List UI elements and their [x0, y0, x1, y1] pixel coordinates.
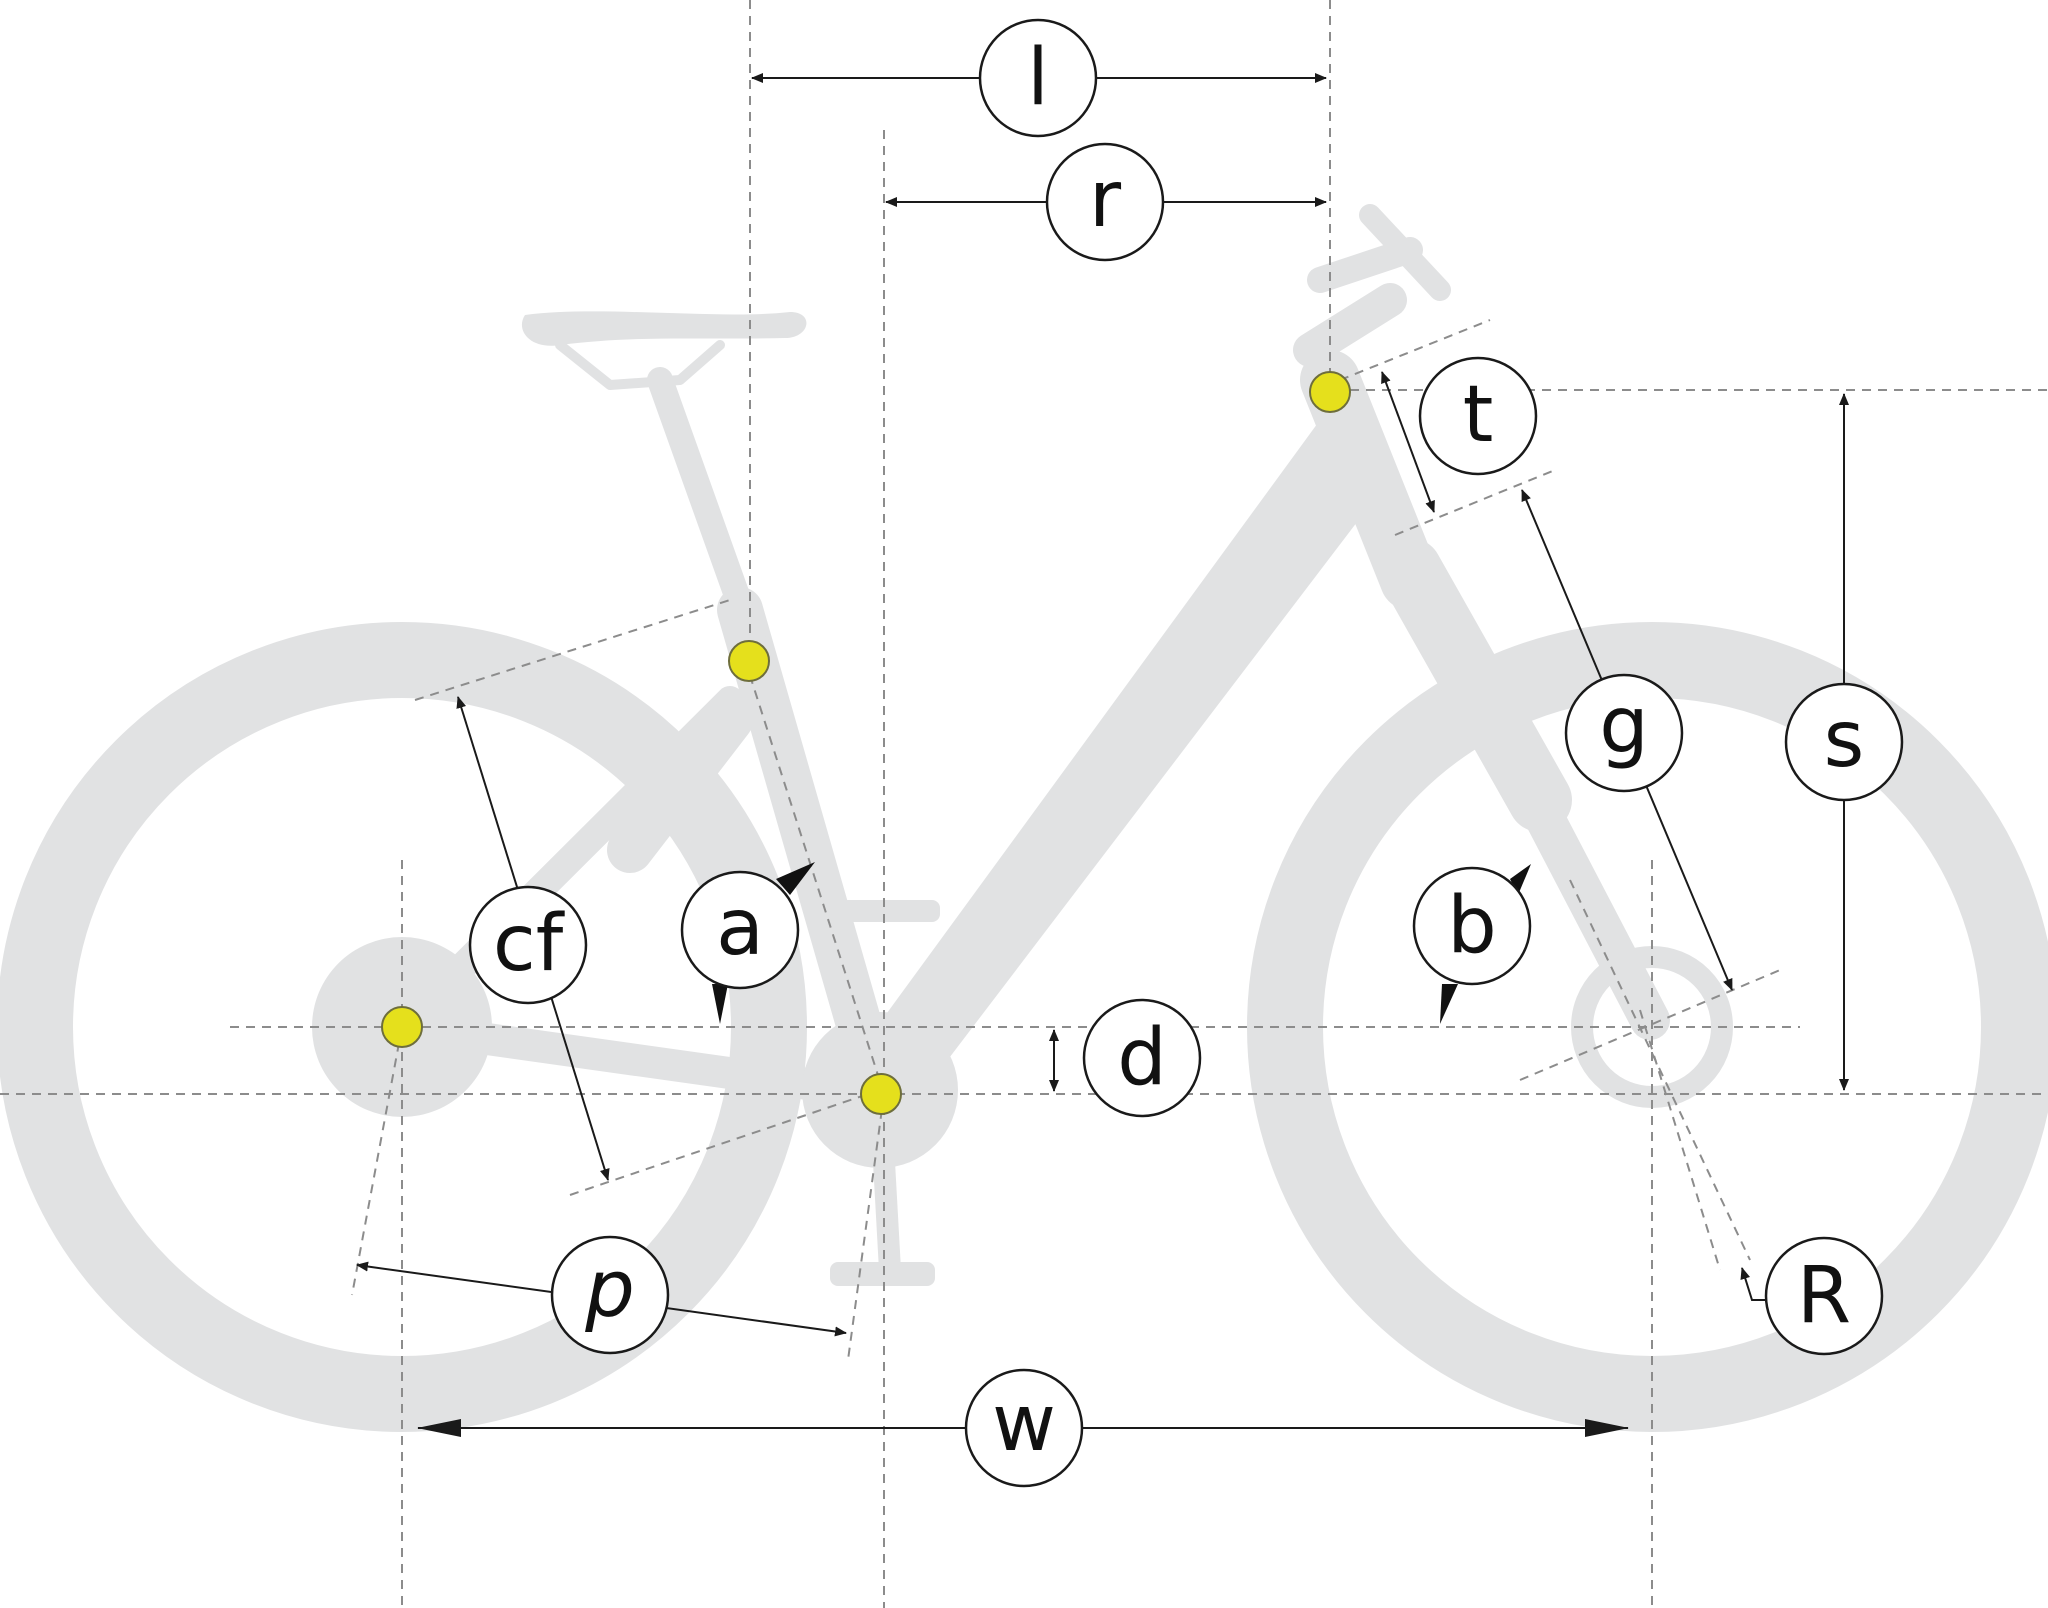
label-a-text: a — [716, 883, 764, 973]
guide-chainstay-top — [414, 599, 731, 701]
label-p: p — [550, 1235, 670, 1355]
label-b: b — [1412, 866, 1532, 986]
label-w-text: w — [992, 1379, 1056, 1469]
label-R-text: R — [1797, 1251, 1851, 1341]
label-R: R — [1764, 1236, 1884, 1356]
guide-fork-crown-perpendicular — [1394, 469, 1556, 536]
label-p-text: p — [584, 1245, 635, 1335]
pedal-top — [840, 900, 940, 922]
bike-silhouette — [0, 204, 2048, 1432]
label-w: w — [964, 1368, 1084, 1488]
label-bubbles: l r t s g cf a b — [468, 18, 1904, 1488]
label-t-text: t — [1463, 370, 1494, 460]
label-cf-text: cf — [493, 899, 565, 989]
label-s-text: s — [1824, 695, 1865, 785]
angle-pointer-a — [776, 862, 815, 895]
label-b-text: b — [1447, 881, 1497, 971]
seat-post — [647, 367, 773, 673]
label-g-text: g — [1599, 681, 1649, 771]
label-t: t — [1418, 356, 1538, 476]
guide-seat-tube-axis — [744, 659, 885, 1095]
angle-pointer-b2 — [1440, 984, 1458, 1024]
guide-rear-axle-tilt — [351, 1026, 403, 1296]
label-l: l — [978, 18, 1098, 138]
angle-pointer-a2 — [712, 984, 728, 1024]
saddle — [521, 311, 807, 346]
dim-R-leader — [1740, 1267, 1770, 1301]
guide-fork-offset — [1639, 1009, 1721, 1271]
saddle-rails — [555, 340, 725, 390]
label-g: g — [1564, 673, 1684, 793]
guide-bottom-bracket-tilt — [847, 1093, 885, 1361]
stem — [1293, 283, 1407, 367]
seat-tube — [717, 587, 898, 1103]
label-l-text: l — [1027, 33, 1049, 123]
measure-points — [381, 371, 1351, 1115]
dim-t — [1381, 371, 1435, 513]
rear-battery — [607, 697, 753, 873]
label-s: s — [1784, 682, 1904, 802]
point-seat-tube-top — [728, 640, 770, 682]
point-bottom-bracket — [860, 1073, 902, 1115]
guide-chainstay-bottom — [569, 1089, 881, 1196]
guide-head-tube-top-perpendicular — [1339, 319, 1491, 381]
label-d-text: d — [1117, 1013, 1167, 1103]
label-cf: cf — [468, 885, 588, 1005]
point-head-tube-top — [1309, 371, 1351, 413]
crank-arm — [869, 1079, 901, 1281]
pedal-bottom — [830, 1262, 935, 1286]
label-a: a — [680, 870, 800, 990]
label-r-text: r — [1089, 155, 1122, 245]
handlebar-grip — [1359, 204, 1451, 301]
down-tube — [860, 420, 1370, 1070]
fork — [1378, 538, 1572, 832]
point-rear-axle — [381, 1006, 423, 1048]
label-r: r — [1045, 142, 1165, 262]
label-d: d — [1082, 998, 1202, 1118]
